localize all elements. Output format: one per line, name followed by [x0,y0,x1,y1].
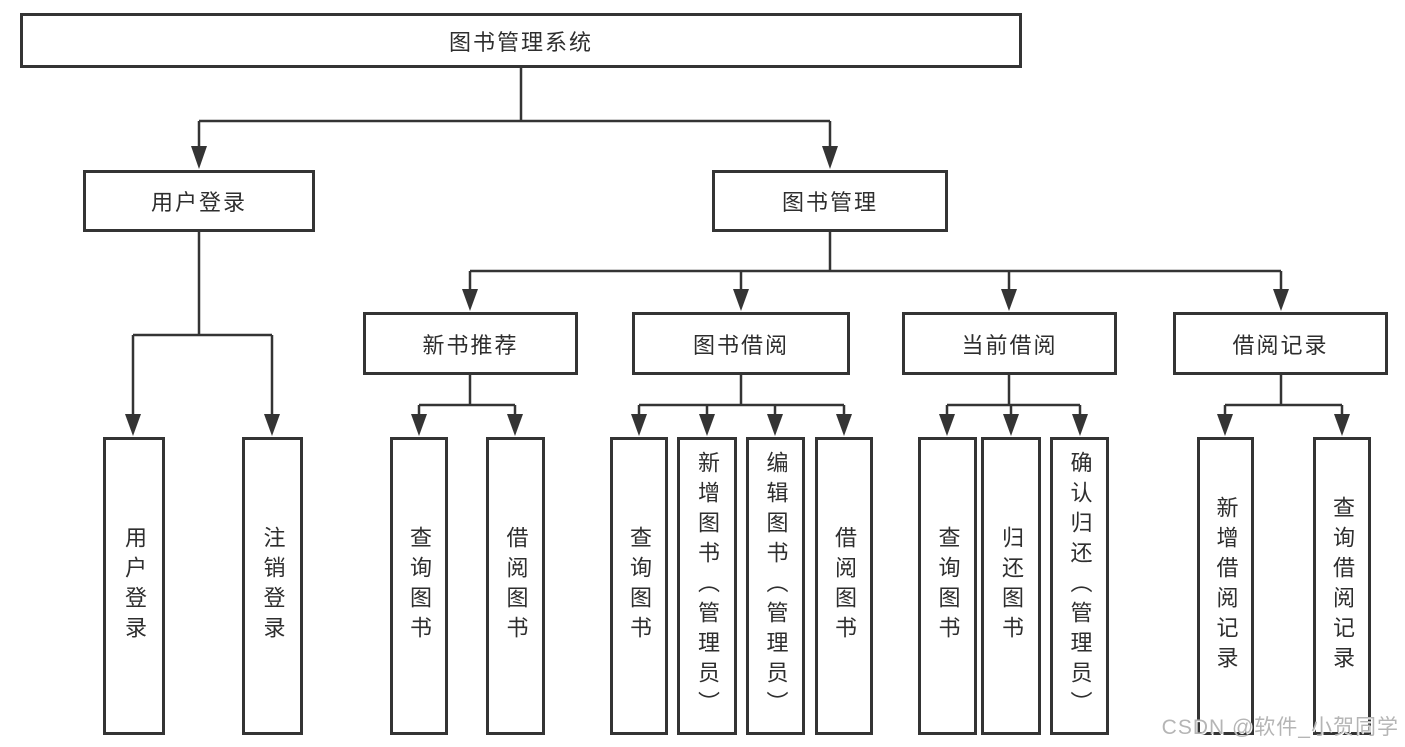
leaf-confirm-return-admin: 确认归还（管理员） [1050,437,1109,735]
node-user-login: 用户登录 [83,170,315,232]
csdn-watermark: CSDN @软件_小贺同学 [1161,716,1399,739]
leaf-borrow-books-newbook: 借阅图书 [486,437,545,735]
node-borrowing-records: 借阅记录 [1173,312,1388,375]
leaf-query-books-borrow: 查询图书 [610,437,668,735]
arrowhead-icons [125,146,1350,436]
node-book-management: 图书管理 [712,170,948,232]
leaf-query-borrow-record: 查询借阅记录 [1313,437,1371,735]
leaf-edit-books-admin: 编辑图书（管理员） [746,437,805,735]
leaf-query-books-current: 查询图书 [918,437,977,735]
node-current-borrowing: 当前借阅 [902,312,1117,375]
leaf-borrow-books: 借阅图书 [815,437,873,735]
leaf-add-books-admin: 新增图书（管理员） [677,437,737,735]
node-book-borrowing: 图书借阅 [632,312,850,375]
leaf-query-books-newbook: 查询图书 [390,437,448,735]
node-new-book-recommendation: 新书推荐 [363,312,578,375]
node-library-management-system: 图书管理系统 [20,13,1022,68]
leaf-user-login: 用户登录 [103,437,165,735]
leaf-return-books: 归还图书 [981,437,1041,735]
leaf-add-borrow-record: 新增借阅记录 [1197,437,1254,735]
leaf-logout: 注销登录 [242,437,303,735]
